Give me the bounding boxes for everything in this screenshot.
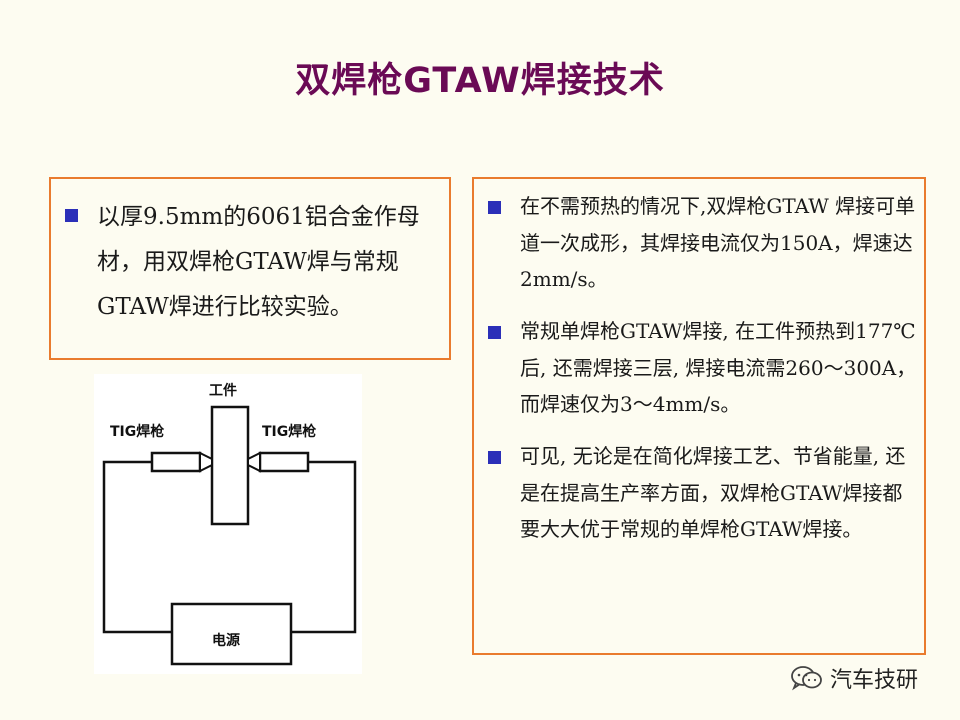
welding-diagram-svg: 电源 工件 TIG焊枪 TIG焊枪 bbox=[102, 382, 357, 666]
wechat-icon bbox=[791, 666, 822, 691]
watermark: 汽车技研 bbox=[790, 664, 919, 693]
slide-title: 双焊枪GTAW焊接技术 bbox=[295, 61, 665, 101]
intro-box: 以厚9.5mm的6061铝合金作母材，用双焊枪GTAW焊与常规GTAW焊进行比较… bbox=[49, 177, 451, 360]
detail-item-2: 常规单焊枪GTAW焊接, 在工件预热到177℃后, 还需焊接三层, 焊接电流需2… bbox=[520, 319, 917, 416]
details-box: 在不需预热的情况下,双焊枪GTAW 焊接可单道一次成形，其焊接电流仅为150A，… bbox=[472, 177, 926, 655]
left-torch-label: TIG焊枪 bbox=[110, 423, 164, 440]
power-label: 电源 bbox=[212, 632, 240, 649]
detail-item-3: 可见, 无论是在简化焊接工艺、节省能量, 还是在提高生产率方面，双焊枪GTAW焊… bbox=[520, 444, 906, 541]
bullet-icon bbox=[488, 201, 501, 214]
bullet-icon bbox=[65, 209, 78, 222]
right-torch-tip bbox=[247, 451, 261, 473]
left-wire bbox=[102, 460, 172, 634]
workpiece-label: 工件 bbox=[209, 382, 237, 399]
watermark-text: 汽车技研 bbox=[830, 668, 919, 693]
power-supply bbox=[170, 602, 293, 666]
right-wire bbox=[291, 460, 357, 634]
welding-diagram: 电源 工件 TIG焊枪 TIG焊枪 bbox=[94, 374, 362, 674]
intro-text: 以厚9.5mm的6061铝合金作母材，用双焊枪GTAW焊与常规GTAW焊进行比较… bbox=[97, 204, 420, 320]
bullet-icon bbox=[488, 451, 501, 464]
workpiece bbox=[210, 405, 250, 526]
right-torch-body bbox=[258, 451, 310, 473]
bullet-icon bbox=[488, 326, 501, 339]
left-torch-tip bbox=[199, 451, 213, 473]
left-torch-body bbox=[150, 451, 202, 473]
detail-item-1: 在不需预热的情况下,双焊枪GTAW 焊接可单道一次成形，其焊接电流仅为150A，… bbox=[520, 194, 916, 291]
right-torch-label: TIG焊枪 bbox=[262, 423, 316, 440]
